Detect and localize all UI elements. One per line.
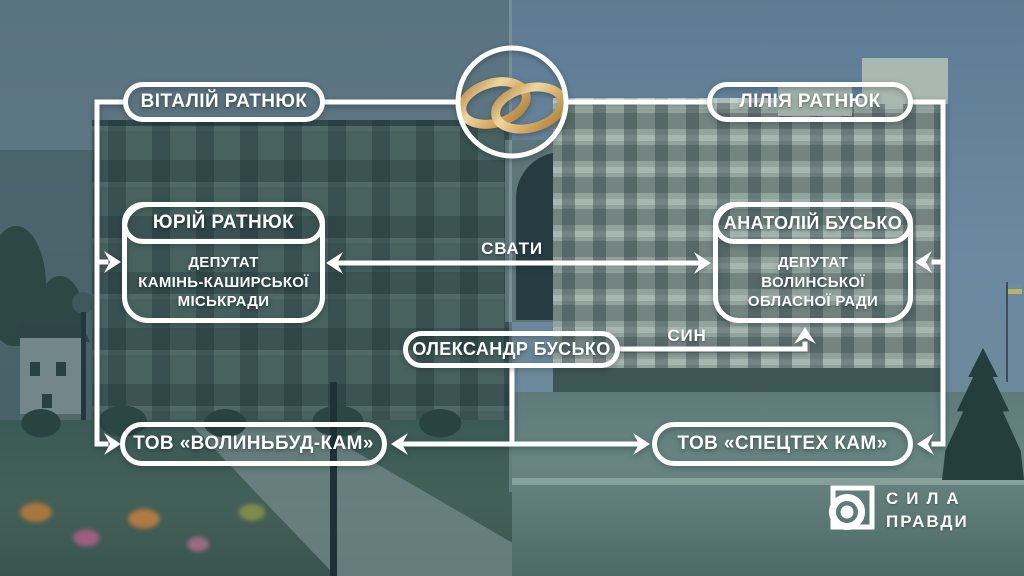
node-label: ЛІЛІЯ РАТНЮК xyxy=(739,91,881,112)
node-tov-volynbud-kam: ТОВ «ВОЛИНЬБУД-КАМ» xyxy=(120,422,387,466)
node-role: ДЕПУТАТ ВОЛИНСЬКОЇ ОБЛАСНОЇ РАДИ xyxy=(747,253,879,311)
arrowhead-into-volynbud-right xyxy=(391,433,408,455)
node-oleksandr-busko: ОЛЕКСАНДР БУСЬКО xyxy=(403,331,620,368)
street-lamp-pole xyxy=(81,312,86,472)
syla-pravdy-logo: СИЛА ПРАВДИ xyxy=(824,484,969,536)
relation-label-svaty: СВАТИ xyxy=(481,239,543,258)
house-window xyxy=(56,362,66,376)
relation-label-syn: СИН xyxy=(667,326,707,345)
house-roof xyxy=(12,322,90,342)
street-lamp-globe xyxy=(72,292,94,314)
arrowhead-svaty-left xyxy=(326,252,343,274)
marriage-rings-badge xyxy=(455,45,569,159)
house-window xyxy=(30,362,40,376)
rings-circle-frame xyxy=(455,45,569,159)
node-label: ВІТАЛІЙ РАТНЮК xyxy=(140,91,308,112)
flag-pole xyxy=(1006,282,1008,382)
arrowhead-into-spetstekh-right xyxy=(917,433,934,455)
arrowhead-syn-up xyxy=(794,327,816,344)
node-liliya-ratniuk: ЛІЛІЯ РАТНЮК xyxy=(707,82,913,122)
logo-wordmark: СИЛА ПРАВДИ xyxy=(886,487,969,534)
photo-seam xyxy=(509,0,512,492)
arrowhead-svaty-right xyxy=(694,252,711,274)
node-title: АНАТОЛІЙ БУСЬКО xyxy=(713,202,913,244)
syla-pravdy-lens-icon xyxy=(829,485,875,530)
node-yuriy-ratniuk: ЮРІЙ РАТНЮК ДЕПУТАТ КАМІНЬ-КАШИРСЬКОЇ МІ… xyxy=(122,202,325,323)
arrowhead-into-anatoliy-right xyxy=(915,251,932,273)
background-flowerbed xyxy=(0,470,360,576)
node-role: ДЕПУТАТ КАМІНЬ-КАШИРСЬКОЇ МІСЬКРАДИ xyxy=(138,253,309,311)
arrowhead-into-spetstekh-left xyxy=(633,433,650,455)
arrowhead-into-yuriy-left xyxy=(104,251,121,273)
background-building-left xyxy=(92,120,512,438)
logo-line2: ПРАВДИ xyxy=(886,512,969,531)
node-label: ОЛЕКСАНДР БУСЬКО xyxy=(412,339,611,359)
node-label: ТОВ «СПЕЦТЕХ КАМ» xyxy=(677,433,888,454)
street-lamp-pole xyxy=(330,382,337,576)
background-curb xyxy=(512,478,1024,485)
flag xyxy=(1008,284,1022,294)
background-bushes xyxy=(0,398,512,440)
node-tov-spetstekh-kam: ТОВ «СПЕЦТЕХ КАМ» xyxy=(652,422,913,466)
node-label: ТОВ «ВОЛИНЬБУД-КАМ» xyxy=(133,433,374,454)
node-title: ЮРІЙ РАТНЮК xyxy=(122,202,325,244)
logo-line1: СИЛА xyxy=(886,488,967,508)
wedding-rings-icon xyxy=(457,77,567,134)
background-building-base xyxy=(553,368,945,394)
node-vitaliy-ratniuk: ВІТАЛІЙ РАТНЮК xyxy=(123,82,325,122)
line-syn xyxy=(617,341,808,352)
node-anatoliy-busko: АНАТОЛІЙ БУСЬКО ДЕПУТАТ ВОЛИНСЬКОЇ ОБЛАС… xyxy=(713,202,913,323)
arrowhead-into-volynbud-left xyxy=(104,433,121,455)
